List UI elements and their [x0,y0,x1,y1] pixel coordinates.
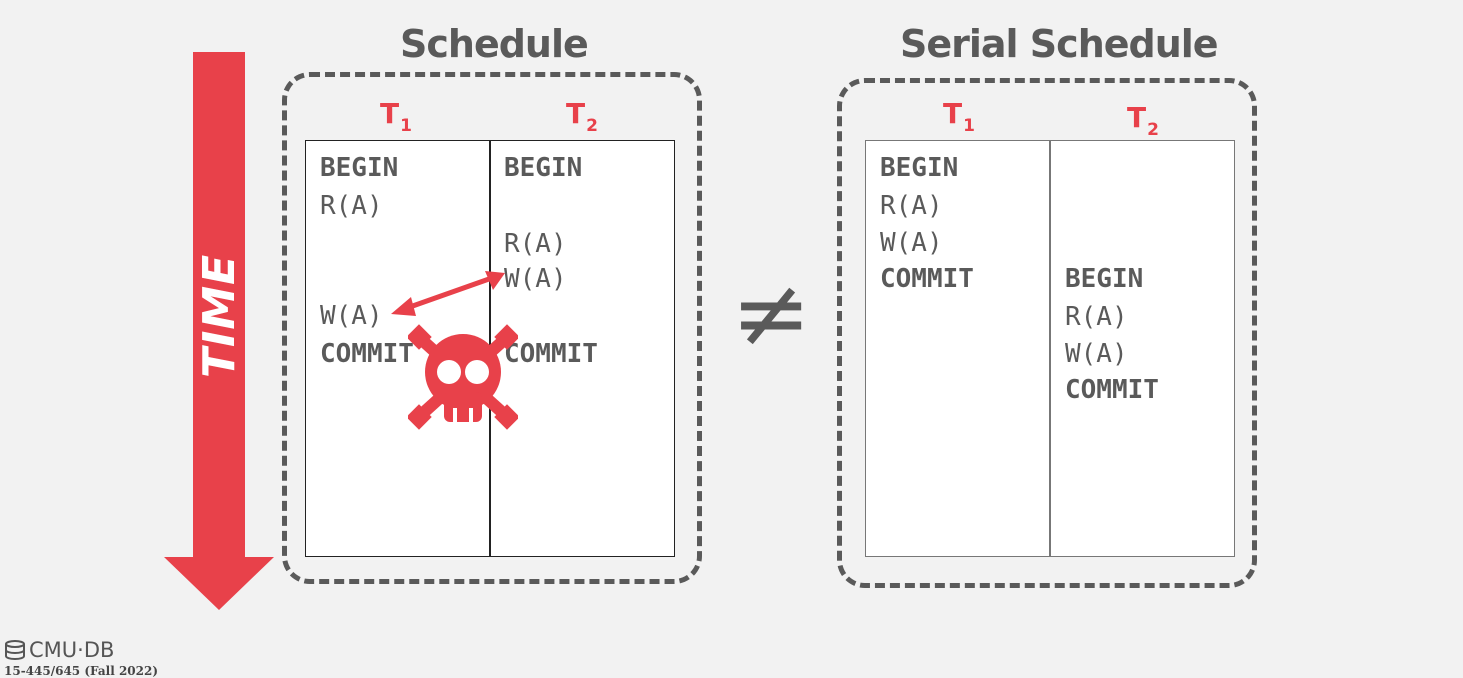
time-label: TIME [194,253,245,378]
serial-t1-commit: COMMIT [880,264,974,294]
serial-schedule-title: Serial Schedule [900,22,1219,66]
schedule-t1-label: T1 [380,97,412,136]
logo-text: CMU·DB [29,638,115,662]
schedule-t2-commit: COMMIT [504,339,598,369]
serial-t2-commit: COMMIT [1065,375,1159,405]
serial-t2-write: W(A) [1065,339,1128,369]
schedule-t1-commit: COMMIT [320,339,414,369]
serial-t2-read: R(A) [1065,302,1128,332]
course-label: 15-445/645 (Fall 2022) [4,664,159,678]
schedule-box [282,72,702,584]
serial-t1-read: R(A) [880,191,943,221]
time-arrow-icon [164,52,274,610]
cmu-db-logo: CMU·DB [4,638,114,662]
serial-t2-begin: BEGIN [1065,264,1144,294]
serial-t1-write: W(A) [880,228,943,258]
schedule-t2-read: R(A) [504,229,567,259]
skull-crossbones-icon [408,324,518,430]
schedule-t2-write: W(A) [504,264,567,294]
serial-t1-label: T1 [943,97,975,136]
schedule-t1-write: W(A) [320,301,383,331]
serial-schedule-box [837,78,1257,588]
schedule-t2-begin: BEGIN [504,153,583,183]
serial-schedule-table [865,140,1235,557]
database-icon [5,640,25,660]
schedule-t1-read: R(A) [320,191,383,221]
serial-t2-label: T2 [1127,101,1159,140]
conflict-arrow-icon [391,271,505,316]
schedule-t1-begin: BEGIN [320,153,399,183]
not-equal-symbol: ≠ [731,257,812,369]
schedule-t2-label: T2 [566,97,598,136]
schedule-title: Schedule [400,22,589,66]
time-arrow [164,52,274,612]
serial-t1-begin: BEGIN [880,153,959,183]
